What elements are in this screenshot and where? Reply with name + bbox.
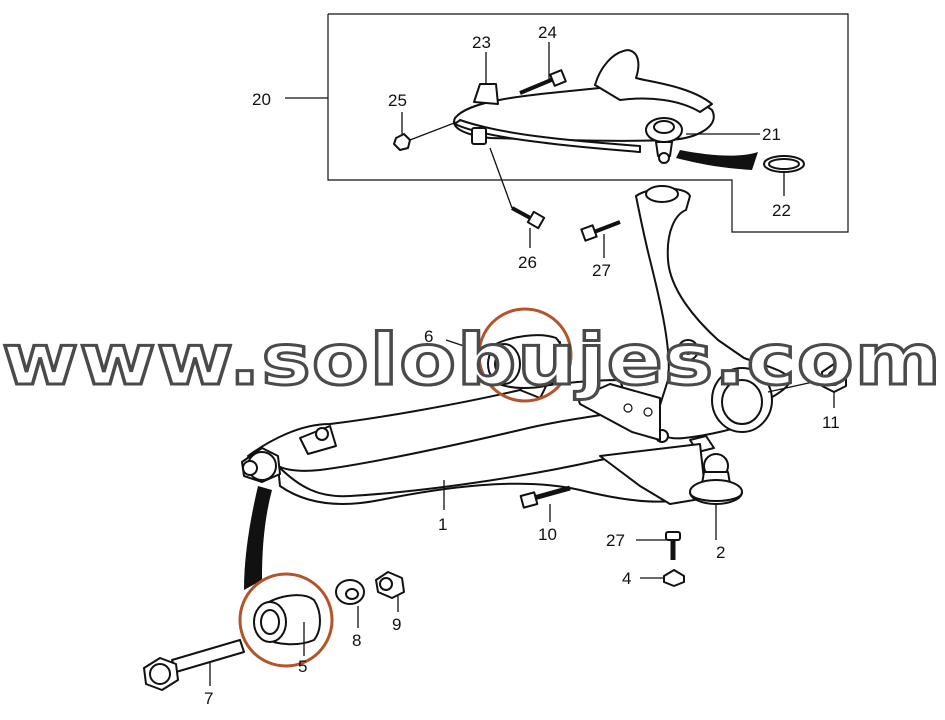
callout-5: 5 [298, 657, 307, 676]
bolt-7 [143, 639, 245, 691]
callout-labels: 20 23 24 25 21 22 26 27 6 11 1 10 2 27 4… [204, 23, 840, 708]
arm-bracket [577, 383, 661, 441]
bolt-27-lower [665, 531, 681, 560]
nut-4 [663, 569, 685, 587]
callout-25: 25 [388, 91, 407, 110]
washer-8 [335, 579, 365, 605]
callout-23: 23 [472, 33, 491, 52]
nut-11 [821, 363, 847, 393]
callout-2: 2 [716, 543, 725, 562]
leader-lines [209, 42, 835, 686]
lower-control-arm [241, 339, 707, 590]
callout-4: 4 [622, 569, 631, 588]
bushing-5 [253, 594, 321, 646]
callout-20: 20 [252, 90, 271, 109]
bolt-26 [511, 206, 546, 230]
callout-7: 7 [204, 689, 213, 708]
upper-arm-box [327, 13, 849, 233]
callout-11: 11 [822, 413, 840, 432]
ball-joint-2 [689, 453, 743, 505]
nut-9 [375, 571, 405, 599]
nut-25 [393, 133, 411, 151]
callout-6: 6 [424, 327, 433, 346]
callout-10: 10 [538, 525, 557, 544]
callout-26: 26 [518, 253, 537, 272]
callout-27-upper: 27 [592, 261, 611, 280]
highlight-ring-bushing-5 [238, 572, 334, 668]
callout-27-lower: 27 [606, 531, 625, 550]
snap-ring [763, 155, 805, 173]
callout-22: 22 [772, 201, 791, 220]
callout-9: 9 [392, 615, 401, 634]
callout-21: 21 [762, 125, 781, 144]
bolt-24 [519, 69, 567, 95]
bushing-6 [487, 334, 565, 389]
callout-1: 1 [438, 515, 447, 534]
steering-knuckle [635, 185, 791, 453]
callout-8: 8 [352, 631, 361, 650]
upper-control-arm [453, 49, 758, 170]
watermark: www.solobujes.com [2, 319, 942, 401]
highlight-ring-bushing-6 [477, 307, 573, 403]
bolt-27-upper [580, 220, 621, 242]
bolt-10 [519, 485, 571, 509]
callout-24: 24 [538, 23, 557, 42]
